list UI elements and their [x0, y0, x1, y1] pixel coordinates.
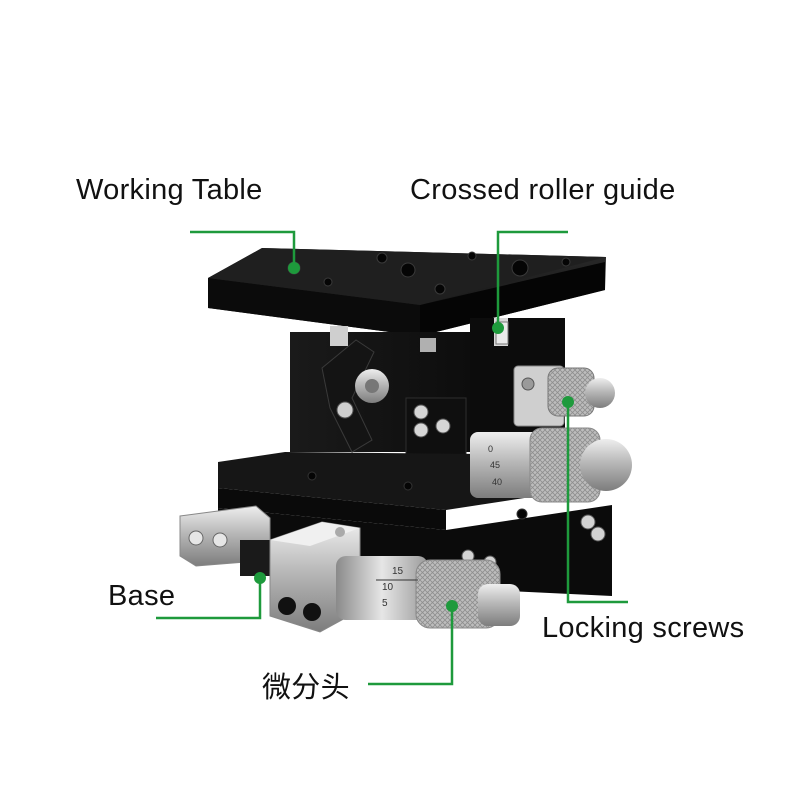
- rear-scale-0: 0: [488, 444, 493, 454]
- front-scale-15: 15: [392, 566, 404, 577]
- rear-micrometer: 0 45 40: [470, 427, 632, 503]
- upper-locking-screw: [513, 365, 615, 427]
- front-scale-10: 10: [382, 582, 394, 593]
- rear-scale-40: 40: [492, 477, 502, 487]
- callout-locking-screws: [566, 402, 628, 604]
- callout-dot-locking-screws: [562, 396, 574, 408]
- front-scale-5: 5: [382, 598, 388, 609]
- label-locking-screws: Locking screws: [542, 612, 745, 644]
- label-micrometer-head: 微分头: [262, 670, 350, 704]
- working-table: [208, 248, 606, 336]
- label-base: Base: [108, 580, 176, 612]
- left-bracket: [179, 505, 271, 576]
- locking-lever: [321, 339, 389, 453]
- label-crossed-roller-guide: Crossed roller guide: [410, 174, 676, 206]
- callout-dot-base: [254, 572, 266, 584]
- label-working-table: Working Table: [76, 174, 263, 206]
- rear-scale-45: 45: [490, 460, 500, 470]
- callout-micrometer: [368, 606, 454, 686]
- callout-working-table: [190, 230, 296, 268]
- callout-base: [156, 578, 262, 620]
- callout-dot-crossed-roller: [492, 322, 504, 334]
- front-micrometer: 15 10 5: [336, 556, 520, 629]
- callout-dot-micrometer: [446, 600, 458, 612]
- callout-dot-working-table: [288, 262, 300, 274]
- callout-crossed-roller: [496, 230, 568, 328]
